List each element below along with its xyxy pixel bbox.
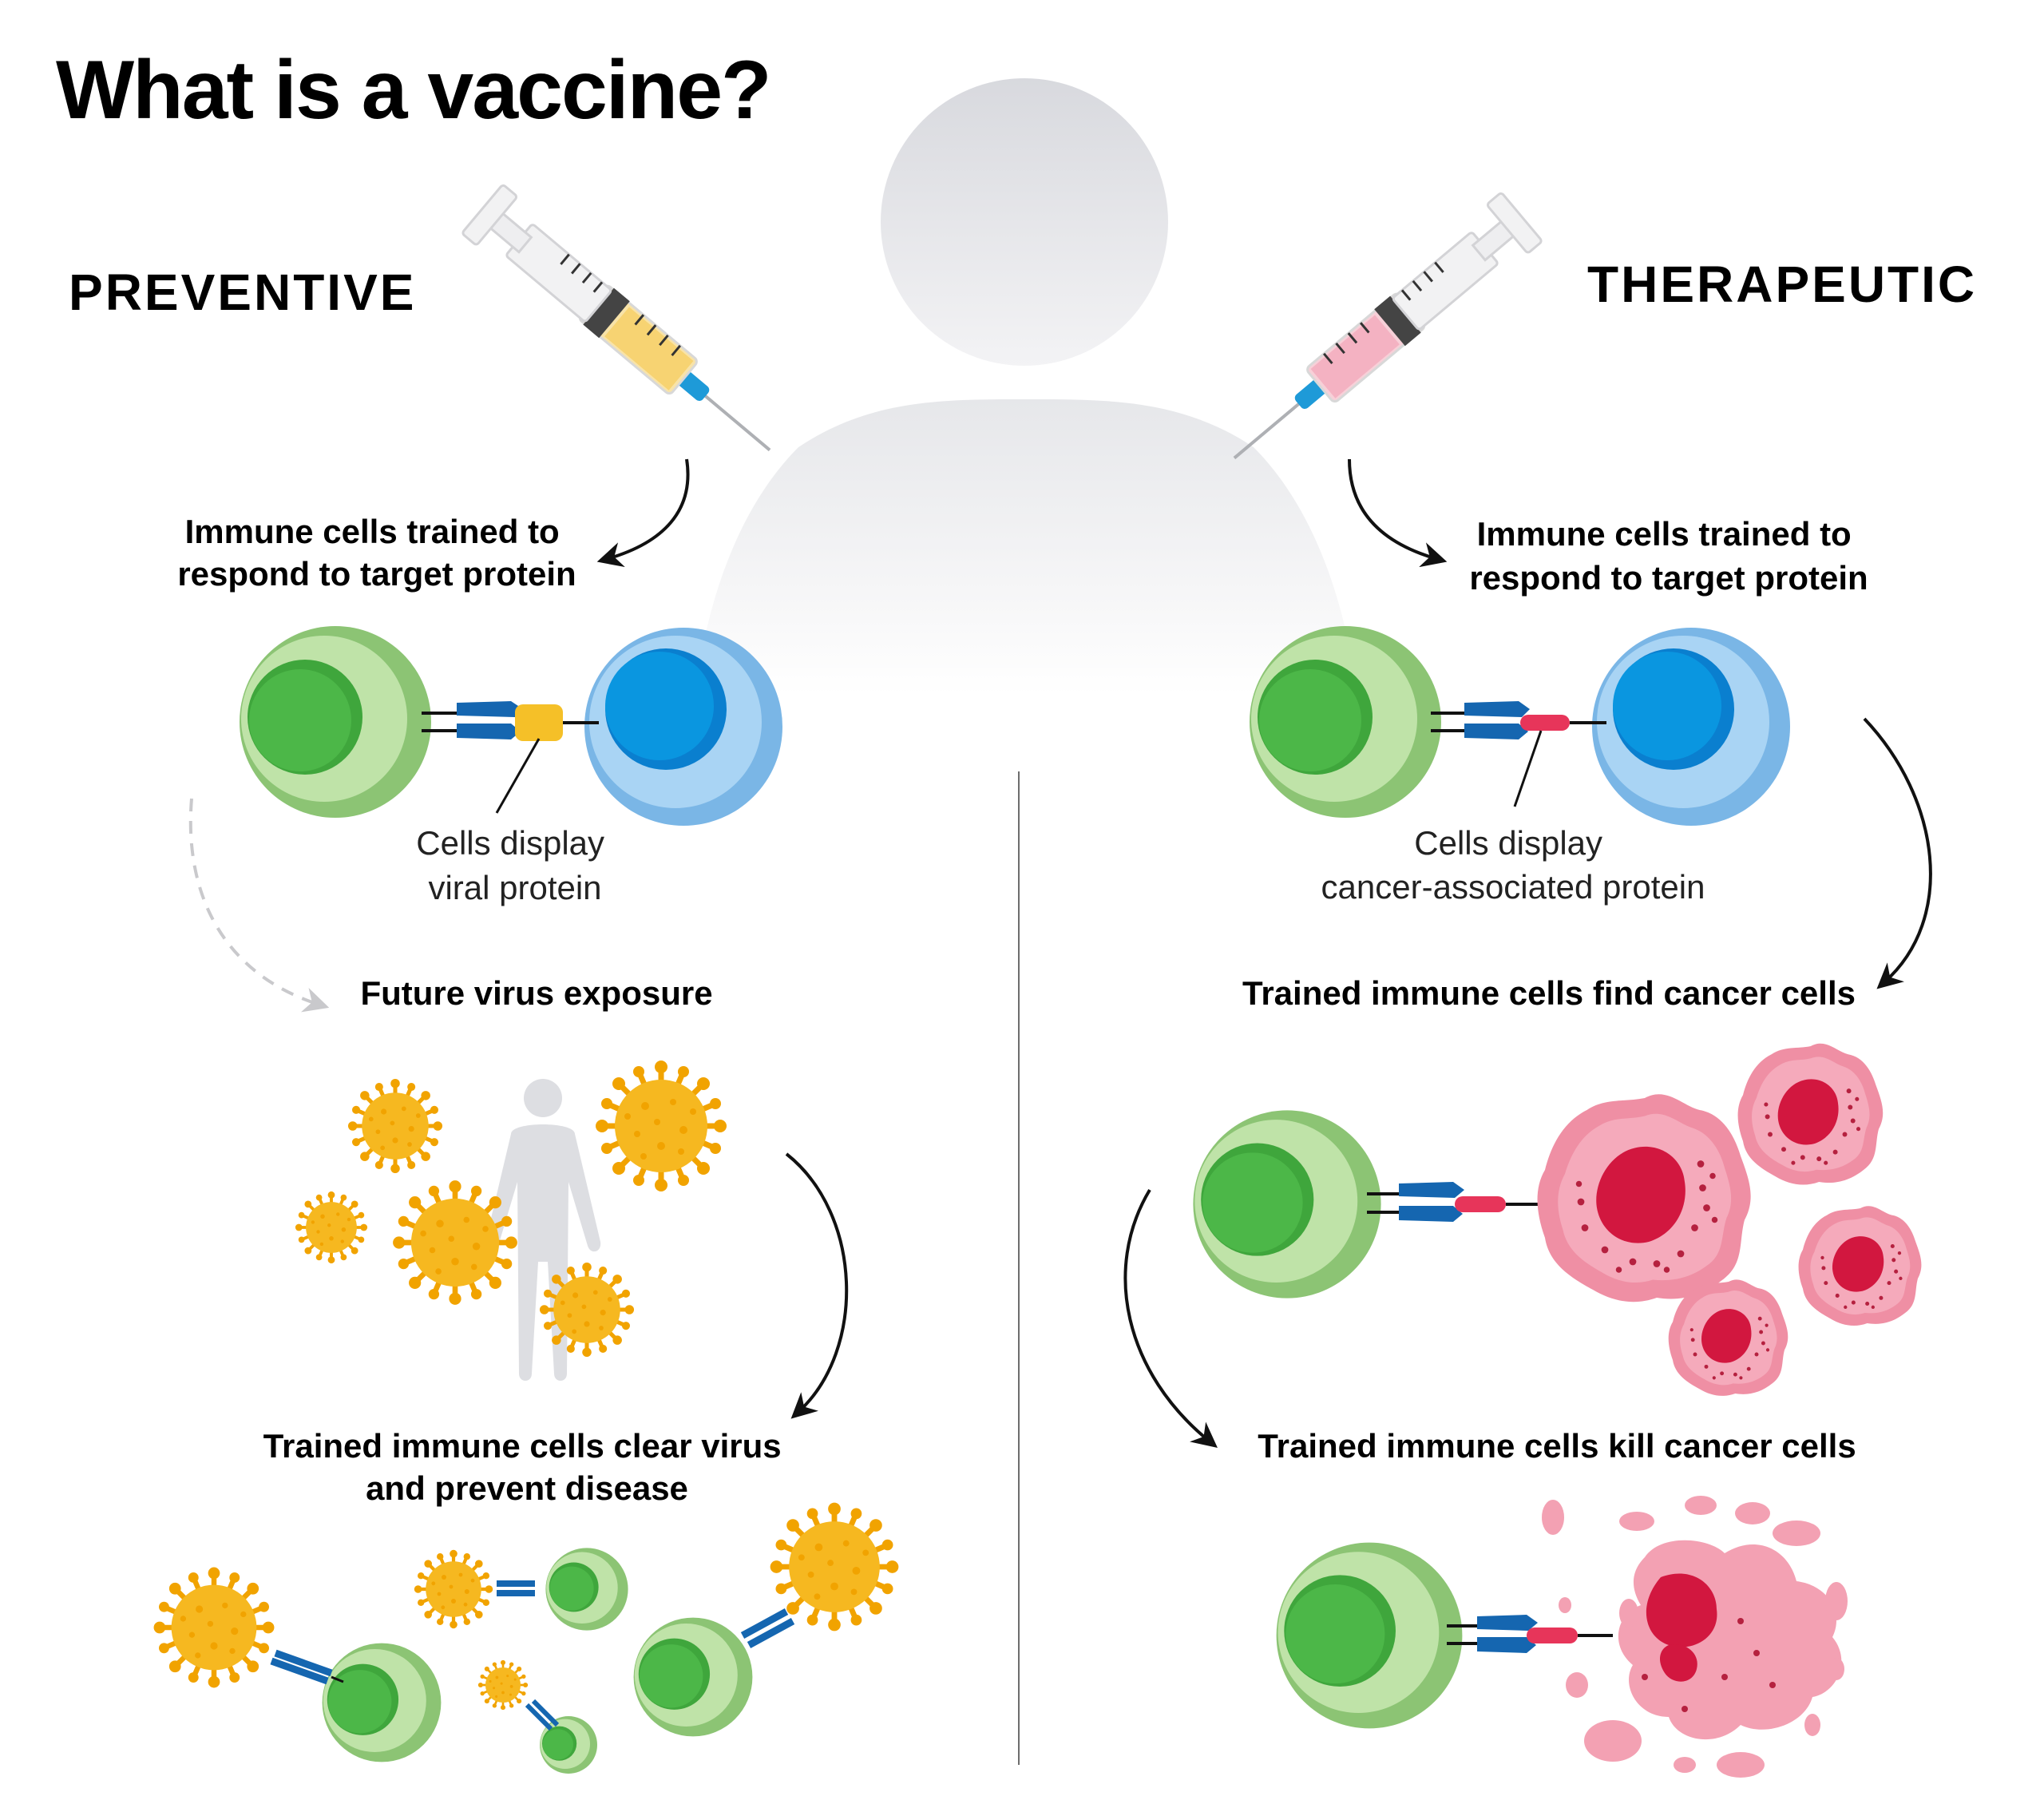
therapeutic-cell-pair [1250,626,1790,826]
receptor-icon [1431,701,1530,739]
virus-clearing-scene [154,1503,899,1774]
cancer-find-scene [1193,1043,1922,1396]
syringe-icon-left [461,184,771,452]
preventive-display-label: Cells display viral protein [416,824,613,906]
virus-icon [770,1503,899,1631]
exposure-scene [293,1061,727,1381]
arrow-icon-dashed [188,798,330,1013]
therapeutic-step2-text: Trained immune cells find cancer cells [1242,974,1856,1012]
therapeutic-step3-text: Trained immune cells kill cancer cells [1258,1427,1856,1465]
t-cell-icon [322,1643,442,1762]
heading-therapeutic: THERAPEUTIC [1587,256,1977,313]
cancer-cell-icon [1798,1206,1922,1326]
t-cell-icon [633,1617,753,1737]
cancer-protein-icon [1520,715,1606,731]
arrow-icon-left-2 [785,1152,849,1419]
preventive-step1-text: Immune cells trained to respond to targe… [177,513,576,593]
syringe-icon-right [1233,192,1543,460]
arrow-icon-right-1 [1348,458,1448,568]
page-title: What is a vaccine? [56,44,770,137]
arrow-icon-left-1 [596,458,690,568]
virus-icon [154,1568,275,1688]
body-silhouette-icon [695,78,1357,695]
person-silhouette-icon [485,1079,601,1381]
virus-icon [348,1079,442,1173]
preventive-step3-text: Trained immune cells clear virus and pre… [263,1427,791,1507]
t-cell-icon [1193,1110,1381,1298]
preventive-step2-text: Future virus exposure [360,974,712,1012]
therapeutic-display-label: Cells display cancer-associated protein [1321,824,1705,906]
cancer-kill-scene [1276,1496,1848,1778]
heading-preventive: PREVENTIVE [69,264,416,321]
cancer-cell-icon [1537,1094,1751,1302]
t-cell-icon [545,1548,628,1631]
arrow-icon-right-2 [1863,717,1932,989]
preventive-cell-pair [240,626,782,826]
t-cell-icon [1276,1542,1463,1729]
therapeutic-step1-text: Immune cells trained to respond to targe… [1469,515,1868,597]
virus-icon [596,1061,727,1191]
virus-icon [477,1659,529,1711]
viral-protein-icon [515,704,599,741]
virus-icon [414,1550,493,1628]
cancer-cell-icon [1668,1279,1788,1396]
cancer-cell-icon [1737,1043,1884,1185]
virus-icon [293,1189,370,1266]
virus-icon [540,1263,634,1357]
dying-cancer-cell-icon [1542,1496,1848,1778]
arrow-icon-right-3 [1123,1188,1218,1449]
receptor-icon [422,701,523,739]
virus-icon [393,1180,517,1305]
